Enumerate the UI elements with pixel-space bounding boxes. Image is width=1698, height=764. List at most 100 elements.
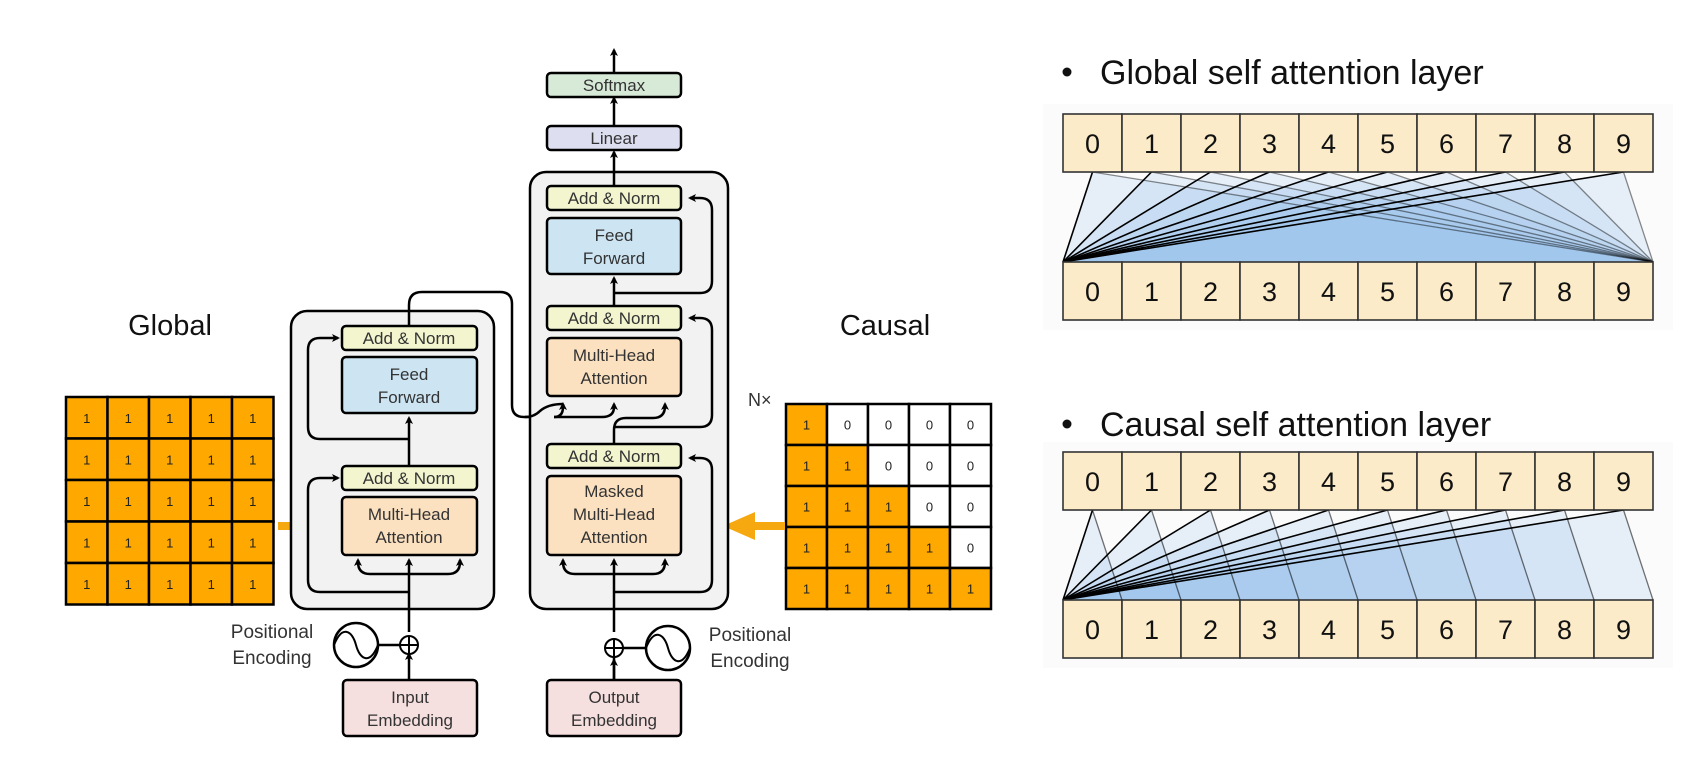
svg-text:1: 1: [967, 582, 974, 597]
svg-text:1: 1: [125, 494, 132, 509]
svg-text:7: 7: [1498, 129, 1513, 159]
key-token: 3: [1239, 599, 1300, 659]
global-mask-cell: 1: [64, 395, 109, 440]
svg-text:6: 6: [1439, 129, 1454, 159]
causal-mask-cell: 1: [825, 443, 870, 488]
svg-text:1: 1: [166, 535, 173, 550]
global-mask-cell: 1: [147, 437, 192, 482]
query-token: 1: [1121, 113, 1182, 173]
svg-text:1: 1: [803, 418, 810, 433]
svg-text:Encoding: Encoding: [232, 648, 311, 669]
global-mask-cell: 1: [64, 520, 109, 565]
svg-text:1: 1: [83, 577, 90, 592]
svg-text:Multi-Head: Multi-Head: [573, 346, 655, 365]
linear: Linear: [545, 124, 683, 152]
global-mask-cell: 1: [106, 478, 151, 523]
key-token: 1: [1121, 261, 1182, 321]
svg-text:Add & Norm: Add & Norm: [363, 469, 456, 488]
svg-text:7: 7: [1498, 277, 1513, 307]
global-mask-cell: 1: [106, 395, 151, 440]
attention-fan: [1063, 172, 1653, 262]
query-token: 5: [1357, 451, 1418, 511]
svg-text:1: 1: [844, 459, 851, 474]
svg-text:3: 3: [1262, 467, 1277, 497]
key-token: 6: [1416, 599, 1477, 659]
global-mask-cell: 1: [189, 520, 234, 565]
global-attention-title: Global self attention layer: [1100, 54, 1484, 92]
bullet-global: [1062, 67, 1072, 77]
causal-mask-arrow: [723, 512, 785, 540]
svg-text:1: 1: [125, 452, 132, 467]
causal-mask-cell: 0: [907, 443, 952, 488]
attention-line: [1062, 509, 1270, 601]
svg-text:2: 2: [1203, 467, 1218, 497]
decoder-add-norm-2: Add & Norm: [545, 304, 683, 332]
svg-text:Masked: Masked: [584, 482, 644, 501]
svg-text:0: 0: [885, 418, 892, 433]
attention-line: [1062, 171, 1270, 263]
svg-text:0: 0: [1085, 467, 1100, 497]
svg-text:Attention: Attention: [580, 369, 647, 388]
key-token: 0: [1062, 261, 1123, 321]
svg-text:6: 6: [1439, 467, 1454, 497]
svg-text:1: 1: [208, 411, 215, 426]
query-token: 0: [1062, 451, 1123, 511]
key-token: 3: [1239, 261, 1300, 321]
attention-fan: [1063, 510, 1358, 600]
attention-line: [1062, 509, 1329, 601]
key-token: 1: [1121, 599, 1182, 659]
encoder-feed-forward: Feed Forward: [340, 355, 479, 415]
query-token: 8: [1534, 113, 1595, 173]
attention-fan: [1063, 510, 1181, 600]
global-mask-cell: 1: [230, 478, 275, 523]
svg-text:0: 0: [926, 500, 933, 515]
query-token: 0: [1062, 113, 1123, 173]
causal-mask-cell: 1: [784, 402, 829, 447]
query-token: 6: [1416, 451, 1477, 511]
causal-mask-cell: 1: [866, 484, 911, 529]
svg-text:0: 0: [967, 500, 974, 515]
attention-line: [1563, 509, 1595, 601]
global-mask-cell: 1: [189, 395, 234, 440]
causal-mask-cell: 1: [784, 484, 829, 529]
attention-line: [1504, 509, 1536, 601]
svg-text:Embedding: Embedding: [571, 711, 657, 730]
svg-text:Forward: Forward: [378, 388, 440, 407]
svg-text:8: 8: [1557, 467, 1572, 497]
svg-text:8: 8: [1557, 277, 1572, 307]
global-mask-cell: 1: [106, 520, 151, 565]
key-token: 5: [1357, 261, 1418, 321]
svg-text:1: 1: [166, 577, 173, 592]
input-embedding: Input Embedding: [341, 678, 479, 738]
attention-fan: [1063, 172, 1653, 262]
svg-text:1: 1: [1144, 277, 1159, 307]
svg-text:Embedding: Embedding: [367, 711, 453, 730]
svg-text:1: 1: [1144, 467, 1159, 497]
svg-text:1: 1: [166, 452, 173, 467]
svg-text:1: 1: [803, 459, 810, 474]
causal-mask-cell: 1: [784, 566, 829, 611]
attention-fan: [1063, 510, 1240, 600]
key-token: 8: [1534, 261, 1595, 321]
bullet-causal: [1062, 419, 1072, 429]
global-label: Global: [128, 310, 212, 342]
svg-text:6: 6: [1439, 277, 1454, 307]
causal-mask-cell: 1: [866, 566, 911, 611]
svg-text:Multi-Head: Multi-Head: [573, 505, 655, 524]
attention-line: [1564, 171, 1654, 263]
svg-text:Forward: Forward: [583, 249, 645, 268]
svg-text:4: 4: [1321, 277, 1336, 307]
attention-fan: [1063, 172, 1653, 262]
svg-text:0: 0: [926, 459, 933, 474]
attention-line: [1062, 171, 1506, 263]
key-token: 5: [1357, 599, 1418, 659]
svg-text:Feed: Feed: [390, 365, 429, 384]
causal-mask-cell: 0: [948, 525, 993, 570]
encoder-block: [289, 309, 496, 611]
svg-text:1: 1: [249, 494, 256, 509]
global-mask-cell: 1: [64, 561, 109, 606]
attention-line: [1062, 509, 1565, 601]
